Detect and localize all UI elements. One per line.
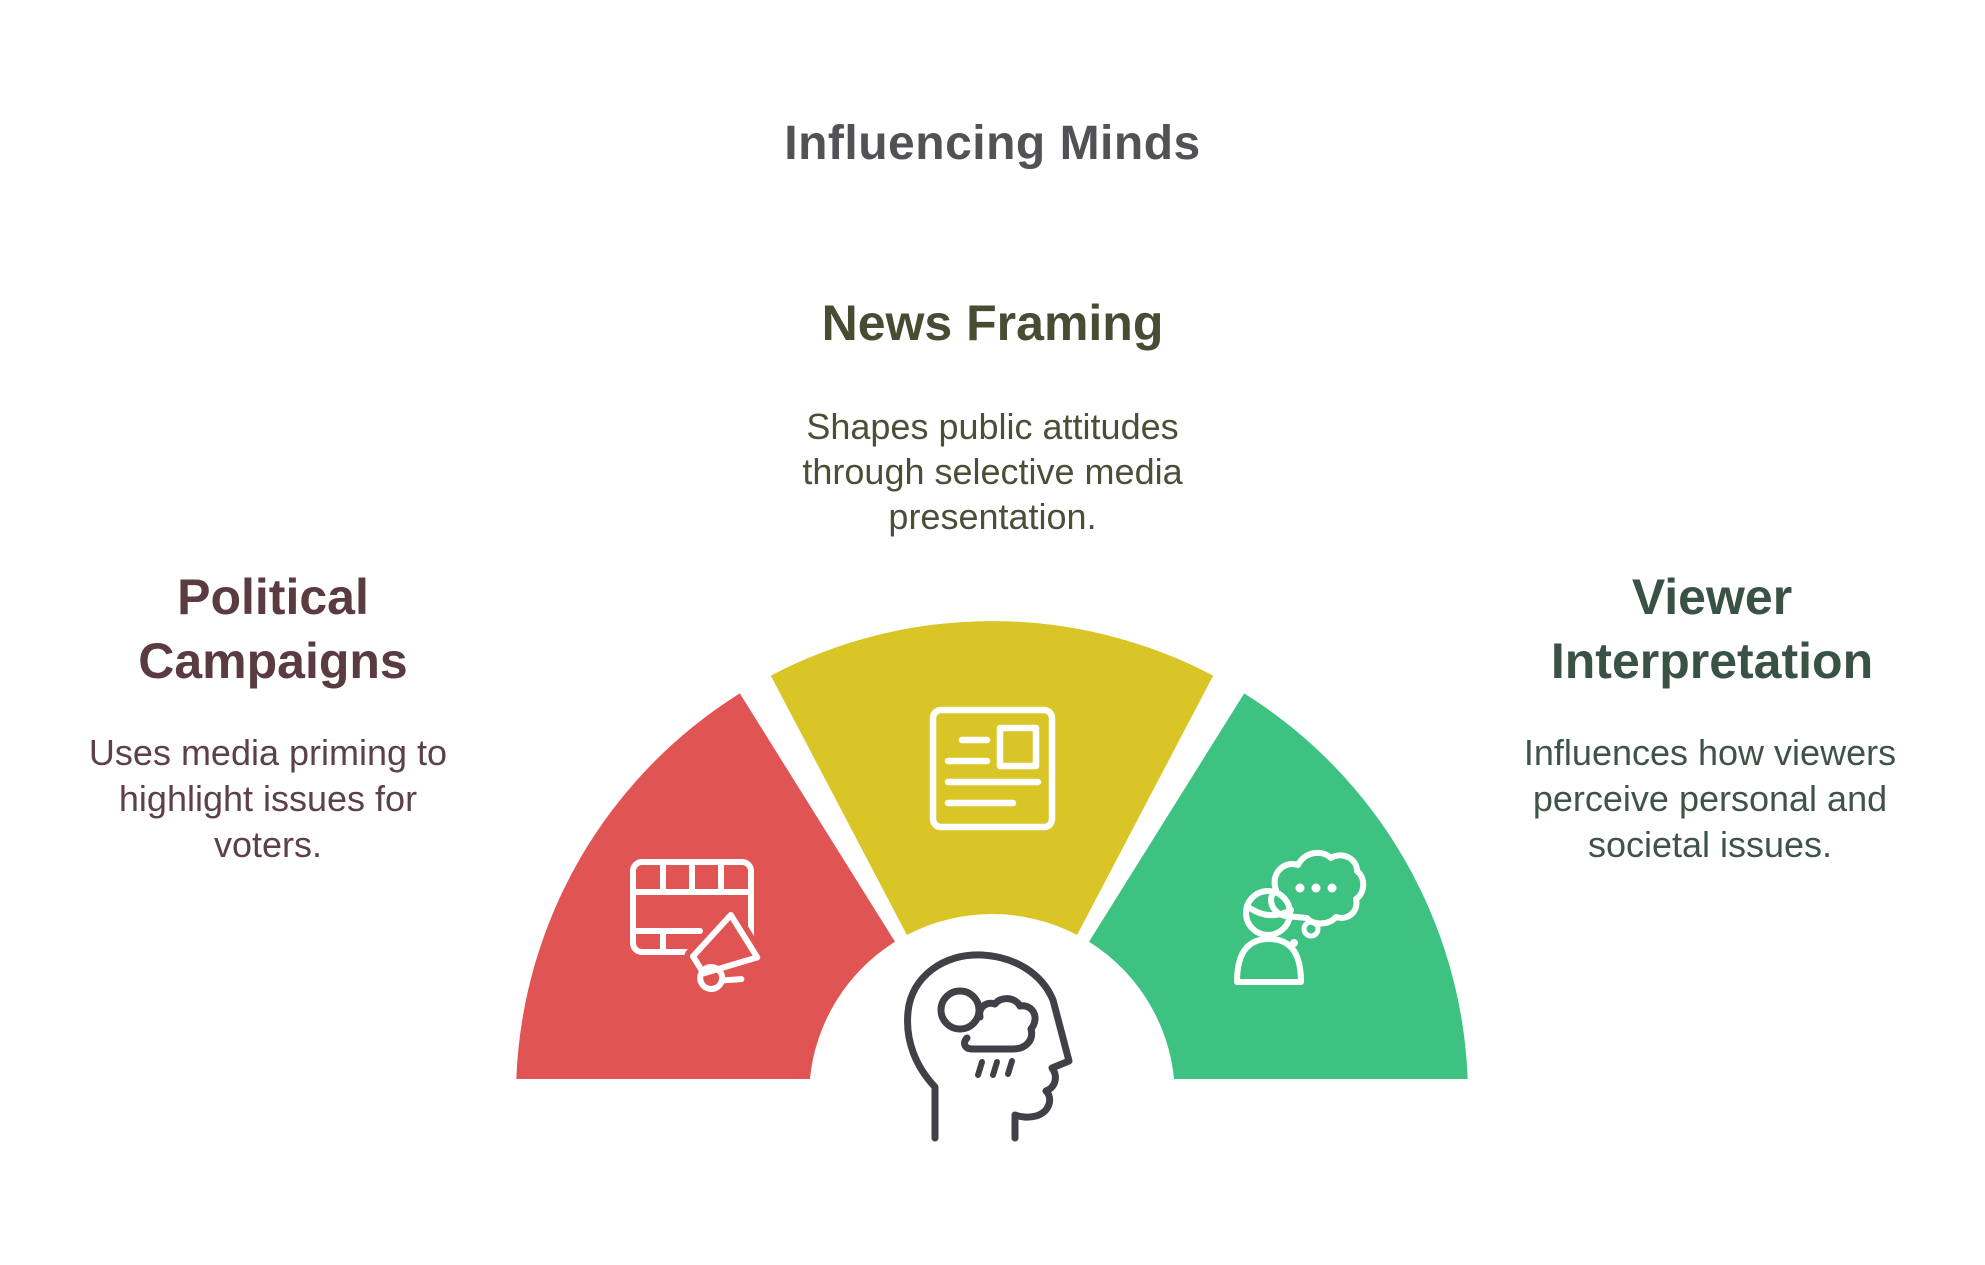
megaphone-grip [721, 976, 745, 984]
newspaper-icon [929, 706, 1056, 831]
thought-trail-dot [1290, 939, 1298, 947]
body-line: voters. [213, 824, 323, 865]
megaphone-handle [697, 963, 726, 992]
heading-line: Viewer [1631, 569, 1793, 625]
mind-rain-dashes [975, 1058, 1015, 1078]
section-heading-news-framing: News Framing [821, 295, 1164, 351]
head-profile-mind-icon [904, 951, 1073, 1142]
mind-cloud [961, 995, 1039, 1053]
newspaper-page [929, 706, 1056, 831]
body-line: highlight issues for [118, 778, 418, 819]
body-line: Influences how viewers [1523, 732, 1897, 773]
body-line: perceive personal and [1532, 778, 1888, 819]
body-line: Shapes public attitudes [806, 406, 1179, 447]
body-line: Uses media priming to [88, 732, 448, 773]
body-line: through selective media [802, 451, 1183, 492]
person-hair-line [1244, 903, 1294, 919]
thought-bubble-cloud [1268, 849, 1367, 927]
person-thought-bubble-icon [1234, 849, 1367, 985]
section-body-news-framing: Shapes public attitudes through selectiv… [0, 404, 1985, 539]
heading-line: Campaigns [138, 633, 408, 689]
segment-news-framing [770, 621, 1214, 935]
section-heading-political-campaigns: Political Campaigns [73, 565, 473, 693]
thought-trail-circle [1301, 919, 1321, 939]
section-heading-viewer-interpretation: Viewer Interpretation [1512, 565, 1912, 693]
body-line: presentation. [888, 496, 1097, 537]
megaphone [689, 912, 761, 992]
section-body-viewer-interpretation: Influences how viewers perceive personal… [1500, 730, 1920, 868]
newspaper-photo [996, 724, 1040, 770]
thought-bubble-dots [1295, 883, 1337, 893]
section-body-political-campaigns: Uses media priming to highlight issues f… [58, 730, 478, 868]
page-title: Influencing Minds [784, 117, 1201, 170]
heading-line: Interpretation [1550, 633, 1874, 689]
mind-sun-circle [937, 987, 983, 1033]
segment-political-campaigns [516, 693, 895, 1079]
heading-line: Political [177, 569, 369, 625]
segment-viewer-interpretation [1089, 693, 1468, 1079]
person-shoulders [1234, 936, 1304, 985]
megaphone-cone [689, 912, 761, 977]
body-line: societal issues. [1587, 824, 1833, 865]
calendar-megaphone-icon [630, 859, 766, 998]
head-outline [904, 951, 1073, 1142]
